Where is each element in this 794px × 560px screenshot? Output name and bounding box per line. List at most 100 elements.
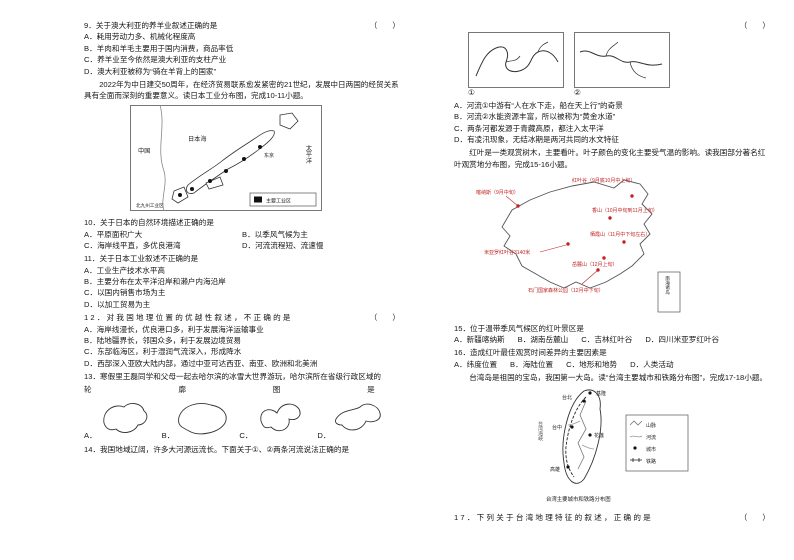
exam-page: 9．关于澳大利亚的养羊业叙述正确的是 （ ） A．耗用劳动力多、机械化程度高 B… (84, 20, 770, 525)
province-outline-c (260, 403, 301, 432)
question-14-options: A．河流①中游有“人在水下走，船在天上行”的奇景 B．河流②水能资源丰富，所以被… (454, 100, 770, 146)
option: D．人类活动 (630, 359, 674, 369)
river-maps: ① ② (468, 32, 770, 98)
taiwan-map-caption: 台湾主要城市和铁路分布图 (546, 495, 611, 503)
label-taiwan-strait: 台湾海峡 (537, 421, 543, 443)
option: A．河流①中游有“人在水下走，船在天上行”的奇景 (454, 100, 623, 110)
japan-industry-map: 中国 日本海 东京 太平洋 北九州工业区 主要工业区 (130, 104, 400, 214)
label-kanas: 喀纳斯（9月中旬） (476, 189, 519, 196)
label-taibei: 台北 (562, 394, 572, 401)
province-outline-options: A． B． C． D． (84, 397, 400, 441)
option: D．河流流程短、流速慢 (242, 240, 324, 250)
option: C．养羊业至今依然是澳大利亚的支柱产业 (84, 55, 227, 65)
option: D．西部深入亚欧大陆内部，通过中亚可达西亚、南亚、欧洲和北美洲 (84, 358, 318, 368)
label-miyaluo: 米亚罗红叶谷3140米 (484, 249, 530, 256)
japan-intro-paragraph: 2022年为中日建交50周年，在经济贸易联系愈发紧密的21世纪，发展中日两国的经… (84, 79, 399, 101)
option: D．四川米亚罗红叶谷 (645, 334, 720, 344)
spaced-word: 图 (272, 384, 281, 394)
option: A．新疆喀纳斯 (454, 334, 505, 344)
question-15: 15．位于温带季风气候区的红叶景区是 A．新疆喀纳斯 B．湖南岳麓山 C．吉林红… (454, 323, 770, 346)
option-letter: C． (239, 430, 253, 440)
label-hongyegu: 红叶谷（9月底10月中上旬） (572, 177, 635, 184)
option: C．地形和地势 (566, 359, 618, 369)
option: C．海岸线平直，多优良港湾 (84, 240, 181, 250)
spaced-word: 是 (367, 384, 375, 394)
label-hualian: 花莲 (594, 432, 604, 439)
label-tokyo: 东京 (264, 152, 274, 159)
label-taizhong: 台中 (552, 424, 562, 431)
option: A．平原面积广大 (84, 229, 143, 239)
option: B．陆地疆界长，邻国众多，利于发展边境贸易 (84, 336, 241, 346)
river-map-1: ① (468, 32, 564, 98)
river-2-label: ② (574, 88, 581, 98)
spaced-word: 廓 (178, 384, 186, 394)
china-map-figure: 喀纳斯（9月中旬） 红叶谷（9月底10月中上旬） 香山（10月中旬到11月上旬）… (476, 177, 681, 313)
option: B．以季风气候为主 (242, 229, 308, 239)
question-12: 12．对我国地理位置的优越性叙述，不正确的是 （ ） A．海岸线漫长，优良港口多… (84, 312, 400, 369)
label-xiangshan: 香山（10月中旬到11月上旬） (592, 207, 658, 214)
question-17: 17．下列关于台湾地理特征的叙述，正确的是 （ ） (454, 512, 770, 523)
river-1-label: ① (468, 88, 475, 98)
option-letter: B． (161, 430, 175, 440)
label-kitakyushu-zone: 北九州工业区 (136, 202, 164, 209)
label-yuelushan: 岳麓山（12月上旬） (572, 261, 618, 268)
question-9: 9．关于澳大利亚的养羊业叙述正确的是 （ ） A．耗用劳动力多、机械化程度高 B… (84, 20, 400, 77)
answer-bracket: （ ） (739, 512, 770, 522)
option: B．海陆位置 (510, 359, 554, 369)
taiwan-map: 基隆 台北 台中 花莲 高雄 台湾海峡 山脉 河流 城市 铁路 台湾主要城市和 (532, 385, 770, 510)
label-nanhai-islands: 南海诸岛 (665, 275, 671, 296)
question-15-stem: 15．位于温带季风气候区的红叶景区是 (454, 323, 584, 333)
option: D．以加工贸易为主 (84, 299, 151, 309)
legend-cities: 城市 (646, 446, 656, 453)
label-qixiashan: 栖霞山（11月中下旬左右） (590, 231, 650, 238)
option-shape-d: D． (317, 397, 389, 441)
option: D．澳大利亚被称为“骑在羊背上的国家” (84, 66, 217, 76)
label-shimen: 石门国家森林公园（12月中下旬） (528, 287, 604, 294)
legend-mountains: 山脉 (646, 422, 656, 429)
red-leaf-intro-paragraph: 红叶是一类观赏树木，主要看叶。叶子颜色的变化主要受气温的影响。读我国部分著名红叶… (454, 148, 766, 169)
river-1-figure (468, 32, 564, 89)
answer-bracket: （ ） (739, 21, 770, 30)
legend-rivers: 河流 (646, 434, 656, 441)
option: B．主要分布在太平洋沿岸和濑户内海沿岸 (84, 277, 226, 287)
label-sea-of-japan: 日本海 (188, 135, 207, 143)
label-gaoxiong: 高雄 (550, 466, 560, 473)
question-10-stem: 10．关于日本的自然环境描述正确的是 (84, 218, 214, 228)
spaced-word: 轮 (84, 384, 92, 394)
option: C．两条河都发源于青藏高原，都注入太平洋 (454, 123, 604, 133)
question-14: 14．我国地域辽阔，许多大河源远流长。下面关于①、②两条河流说法正确的是 (84, 444, 400, 455)
option: B．河流②水能资源丰富，所以被称为“黄金水道” (454, 112, 616, 122)
question-9-stem: 9．关于澳大利亚的养羊业叙述正确的是 (84, 21, 218, 30)
question-13: 13．寒假里王磊同学和父母一起去哈尔滨的冰雪大世界游玩，哈尔滨所在省级行政区域的… (84, 371, 400, 441)
legend-railways: 铁路 (646, 458, 656, 465)
river-2-figure (574, 32, 670, 89)
province-outline-b (178, 403, 227, 435)
question-13-spaced-words: 轮 廓 图 是 (84, 384, 375, 395)
japan-map-figure: 中国 日本海 东京 太平洋 北九州工业区 主要工业区 (130, 104, 322, 211)
question-11: 11．关于日本工业叙述不正确的是 A．工业生产技术水平高 B．主要分布在太平洋沿… (84, 253, 400, 310)
answer-bracket: （ ） (369, 313, 400, 323)
question-16-stem: 16．造成红叶最佳观赏时间差异的主要因素是 (454, 348, 607, 358)
question-17-stem: 17．下列关于台湾地理特征的叙述，正确的是 (454, 512, 653, 522)
question-13-stem: 13．寒假里王磊同学和父母一起去哈尔滨的冰雪大世界游玩，哈尔滨所在省级行政区域的 (84, 372, 382, 382)
option: D．有凌汛现象，无结冰期是两河共同的水文特征 (454, 134, 619, 144)
option: A．工业生产技术水平高 (84, 265, 166, 275)
red-leaf-map: 喀纳斯（9月中旬） 红叶谷（9月底10月中上旬） 香山（10月中旬到11月上旬）… (472, 172, 770, 320)
province-outline-a (103, 403, 147, 433)
label-pacific-ocean: 太平洋 (305, 144, 312, 164)
option: C．以国内销售市场为主 (84, 288, 166, 298)
left-column: 9．关于澳大利亚的养羊业叙述正确的是 （ ） A．耗用劳动力多、机械化程度高 B… (84, 20, 400, 525)
answer-bracket: （ ） (369, 21, 400, 30)
option-shape-c: C． (239, 397, 311, 441)
province-outline-d (334, 403, 381, 431)
question-11-stem: 11．关于日本工业叙述不正确的是 (84, 254, 199, 264)
option: A．海岸线漫长，优良港口多，利于发展海洋运输事业 (84, 324, 264, 334)
option: B．羊肉和羊毛主要用于国内消费，商品率低 (84, 43, 234, 53)
question-14-stem: 14．我国地域辽阔，许多大河源远流长。下面关于①、②两条河流说法正确的是 (84, 444, 350, 454)
taiwan-map-figure: 基隆 台北 台中 花莲 高雄 台湾海峡 山脉 河流 城市 铁路 台湾主要城市和 (537, 390, 689, 503)
question-12-stem: 12．对我国地理位置的优越性叙述，不正确的是 (84, 313, 293, 323)
option: B．湖南岳麓山 (517, 334, 569, 344)
option-shape-a: A． (84, 397, 156, 441)
legend-industrial-zone: 主要工业区 (266, 197, 291, 204)
question-16: 16．造成红叶最佳观赏时间差异的主要因素是 A．纬度位置 B．海陆位置 C．地形… (454, 347, 770, 370)
